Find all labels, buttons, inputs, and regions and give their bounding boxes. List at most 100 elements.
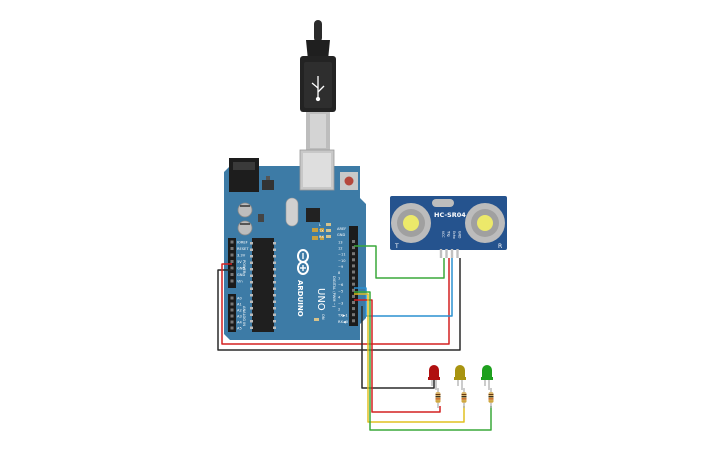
digital-pin-label: ~11 bbox=[338, 253, 346, 257]
sensor-pin-vcc[interactable] bbox=[439, 249, 443, 258]
analog-pin-label: A1 bbox=[237, 303, 242, 307]
analog-pin-label: A3 bbox=[237, 315, 242, 319]
digital-pin-label: 4 bbox=[338, 295, 341, 299]
digital-gnd-label: GND bbox=[337, 233, 345, 237]
digital-pin-socket[interactable] bbox=[352, 282, 355, 286]
power-pin-label: 5V bbox=[237, 260, 242, 264]
digital-pin-socket[interactable] bbox=[352, 270, 355, 274]
digital-pin-label: ~3 bbox=[338, 302, 343, 306]
digital-pin-socket[interactable] bbox=[352, 288, 355, 292]
power-pin-socket[interactable] bbox=[230, 266, 234, 270]
power-pin-socket[interactable] bbox=[230, 273, 234, 276]
trig-wire[interactable] bbox=[354, 245, 445, 279]
transmitter-transducer bbox=[391, 203, 431, 243]
power-pin-socket[interactable] bbox=[230, 260, 234, 263]
board-brand-label: ARDUINO bbox=[296, 280, 304, 317]
sensor-pin-trig[interactable] bbox=[445, 249, 448, 258]
board-model-label: UNO bbox=[315, 288, 326, 311]
sensor-name-label: HC-SR04 bbox=[434, 211, 466, 219]
power-pin-label: IOREF bbox=[237, 241, 248, 245]
digital-pin-socket[interactable] bbox=[352, 264, 355, 268]
power-on-led bbox=[314, 318, 319, 321]
digital-pin-label: 2 bbox=[338, 308, 340, 312]
digital-pin-label: ~10 bbox=[338, 259, 346, 263]
power-pin-label: RESET bbox=[237, 247, 249, 251]
resistor[interactable] bbox=[435, 388, 441, 408]
analog-pin-socket[interactable] bbox=[230, 314, 234, 318]
red-led-signal-wire[interactable] bbox=[354, 299, 441, 413]
power-pin-label: GND bbox=[237, 267, 245, 271]
analog-header[interactable] bbox=[228, 294, 236, 332]
digital-pin-label: 7 bbox=[338, 277, 340, 281]
digital-header[interactable] bbox=[349, 226, 358, 326]
digital-pin-socket[interactable] bbox=[352, 258, 355, 262]
board-led-label: RX bbox=[319, 235, 324, 239]
digital-pin-label: TX▶1 bbox=[337, 314, 348, 318]
usb-cable[interactable] bbox=[300, 20, 336, 150]
digital-pin-socket[interactable] bbox=[352, 252, 355, 256]
power-pin-socket[interactable] bbox=[230, 279, 234, 283]
digital-pin-label: 12 bbox=[338, 247, 343, 251]
digital-pin-label: 8 bbox=[338, 271, 341, 275]
digital-pin-label: ~6 bbox=[338, 283, 344, 287]
board-led-label: TX bbox=[318, 229, 324, 233]
digital-pin-socket[interactable] bbox=[352, 276, 355, 280]
capacitor bbox=[237, 202, 253, 218]
yellow-led-signal-wire[interactable] bbox=[354, 293, 465, 423]
sensor-pin-label: Echo bbox=[452, 231, 456, 239]
digital-pin-socket[interactable] bbox=[352, 313, 355, 317]
usb-icon bbox=[311, 76, 325, 102]
green-led-signal-wire[interactable] bbox=[354, 291, 492, 431]
arduino-logo bbox=[297, 249, 309, 275]
digital-pin-socket[interactable] bbox=[352, 307, 355, 311]
receiver-transducer bbox=[465, 203, 505, 243]
reset-button[interactable] bbox=[340, 172, 358, 190]
board-led-rx bbox=[326, 235, 331, 238]
sensor-r-mark: R bbox=[498, 243, 502, 250]
power-pin-label: 3.3V bbox=[237, 254, 246, 258]
digital-pin-socket[interactable] bbox=[352, 240, 355, 243]
power-pin-socket[interactable] bbox=[230, 247, 234, 250]
atmega-chip bbox=[250, 238, 276, 332]
resistor[interactable] bbox=[461, 388, 467, 408]
power-header-title: POWER bbox=[242, 260, 246, 274]
digital-pin-label: RX◀0 bbox=[338, 320, 349, 324]
green-led[interactable] bbox=[481, 365, 493, 390]
red-led[interactable] bbox=[428, 365, 440, 390]
sensor-pin-label: VCC bbox=[441, 231, 445, 238]
capacitor bbox=[237, 220, 253, 236]
crystal-oscillator bbox=[285, 197, 299, 227]
analog-pin-socket[interactable] bbox=[230, 302, 234, 306]
power-pin-socket[interactable] bbox=[230, 240, 234, 244]
digital-pin-socket[interactable] bbox=[352, 294, 355, 298]
resistor[interactable] bbox=[488, 388, 494, 408]
analog-header-title: ANALOG IN bbox=[242, 306, 246, 326]
sensor-pin-gnd[interactable] bbox=[456, 249, 459, 258]
red-led-ground-wire[interactable] bbox=[361, 306, 435, 389]
yellow-led[interactable] bbox=[454, 365, 466, 390]
digital-pin-socket[interactable] bbox=[352, 301, 355, 304]
digital-pin-socket[interactable] bbox=[352, 319, 355, 323]
analog-pin-socket[interactable] bbox=[230, 308, 234, 312]
board-led-tx bbox=[326, 229, 331, 232]
on-label: ON bbox=[321, 314, 325, 320]
wires bbox=[217, 245, 492, 431]
digital-pin-label: 13 bbox=[338, 241, 343, 245]
analog-pin-socket[interactable] bbox=[230, 296, 234, 300]
analog-pin-socket[interactable] bbox=[230, 320, 234, 324]
board-led-l bbox=[326, 223, 331, 226]
analog-pin-label: A2 bbox=[237, 309, 242, 313]
digital-pin-socket[interactable] bbox=[352, 246, 355, 250]
sensor-pin-label: GND bbox=[458, 231, 462, 239]
analog-pin-label: A4 bbox=[237, 321, 242, 325]
analog-pin-socket[interactable] bbox=[230, 326, 234, 330]
board-led-label: L bbox=[319, 223, 321, 227]
power-pin-label: Vin bbox=[237, 280, 243, 284]
power-pin-socket[interactable] bbox=[230, 253, 234, 257]
sensor-t-mark: T bbox=[394, 243, 399, 250]
echo-wire[interactable] bbox=[354, 258, 453, 317]
sensor-pin-echo[interactable] bbox=[450, 249, 454, 258]
